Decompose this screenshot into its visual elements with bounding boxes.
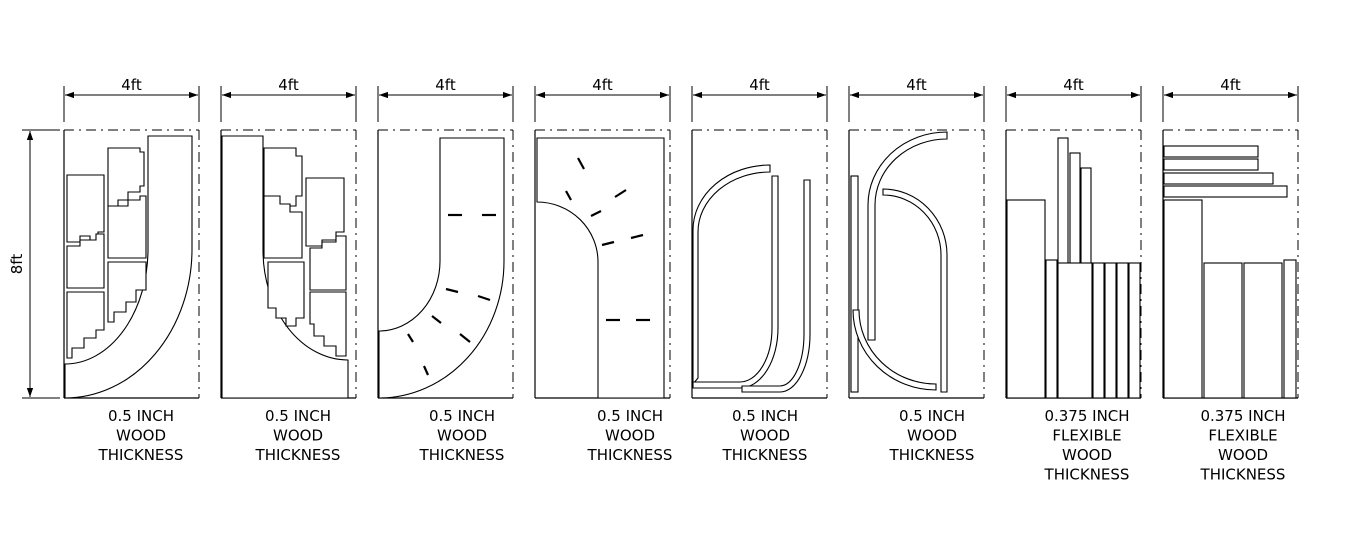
panel-5-strip-right: [741, 179, 811, 393]
panel-8-caption-line: FLEXIBLE: [1208, 427, 1277, 445]
panel-1-parts: [64, 135, 193, 399]
panel-7-parts: [1006, 137, 1141, 399]
panel-5-caption-line: 0.5 INCH: [732, 407, 798, 425]
panel-6-strip-bottom: [852, 309, 937, 391]
panel-3-width-label: 4ft: [435, 76, 456, 94]
panel-2-caption-line: THICKNESS: [255, 446, 341, 464]
panel-6-strip-arch: [867, 131, 948, 341]
panel-5-caption-line: THICKNESS: [722, 446, 808, 464]
panel-5-strip-middle: [692, 175, 779, 389]
panel-4-caption-line: 0.5 INCH: [597, 407, 663, 425]
panel-3-curved-piece: [378, 137, 505, 399]
height-dimension: 8ft: [8, 129, 60, 399]
panel-3-caption-line: 0.5 INCH: [429, 407, 495, 425]
panel-4-slots: [565, 157, 650, 322]
panel-1-width-label: 4ft: [121, 76, 142, 94]
panel-6-caption-line: WOOD: [907, 427, 957, 445]
height-label: 8ft: [8, 254, 26, 275]
panel-8-parts: [1163, 145, 1297, 399]
panel-6-parts: [850, 131, 948, 393]
panel-6-caption-line: 0.5 INCH: [899, 407, 965, 425]
panel-7-caption-line: 0.375 INCH: [1044, 407, 1129, 425]
panel-6-caption-line: THICKNESS: [889, 446, 975, 464]
panel-1-caption-line: WOOD: [116, 427, 166, 445]
panel-3-parts: [378, 137, 505, 399]
panel-4-curved-piece: [536, 137, 665, 399]
panel-1-step-pieces: [66, 147, 147, 359]
panel-4-parts: [536, 137, 665, 399]
panel-8-caption-line: WOOD: [1218, 446, 1268, 464]
panel-7-caption-line: THICKNESS: [1044, 466, 1130, 484]
panel-2-caption-line: 0.5 INCH: [265, 407, 331, 425]
panel-3-slots: [407, 213, 496, 376]
panel-6-strip-u: [882, 188, 948, 393]
panel-1-caption-line: THICKNESS: [98, 446, 184, 464]
panel-7-caption-line: WOOD: [1062, 446, 1112, 464]
panel-5-width-label: 4ft: [749, 76, 770, 94]
panel-7-caption-line: FLEXIBLE: [1052, 427, 1121, 445]
panel-2-caption-line: WOOD: [273, 427, 323, 445]
panel-6-width-label: 4ft: [906, 76, 927, 94]
panel-4-width-label: 4ft: [592, 76, 613, 94]
panel-8-caption-line: THICKNESS: [1200, 466, 1286, 484]
panel-2-step-pieces: [263, 147, 347, 357]
panel-1-curved-piece: [64, 135, 193, 399]
panel-5-parts: [692, 164, 811, 393]
panel-2-width-label: 4ft: [278, 76, 299, 94]
panel-3-caption-line: WOOD: [437, 427, 487, 445]
panel-3-caption-line: THICKNESS: [419, 446, 505, 464]
panel-4-caption-line: THICKNESS: [587, 446, 673, 464]
panel-7-width-label: 4ft: [1063, 76, 1084, 94]
panel-5-caption-line: WOOD: [740, 427, 790, 445]
panel-2-parts: [221, 135, 349, 399]
panel-1-caption-line: 0.5 INCH: [108, 407, 174, 425]
panel-8-width-label: 4ft: [1220, 76, 1241, 94]
panel-8-caption-line: 0.375 INCH: [1200, 407, 1285, 425]
panel-5-strip-left: [692, 164, 771, 386]
panel-4-caption-line: WOOD: [605, 427, 655, 445]
